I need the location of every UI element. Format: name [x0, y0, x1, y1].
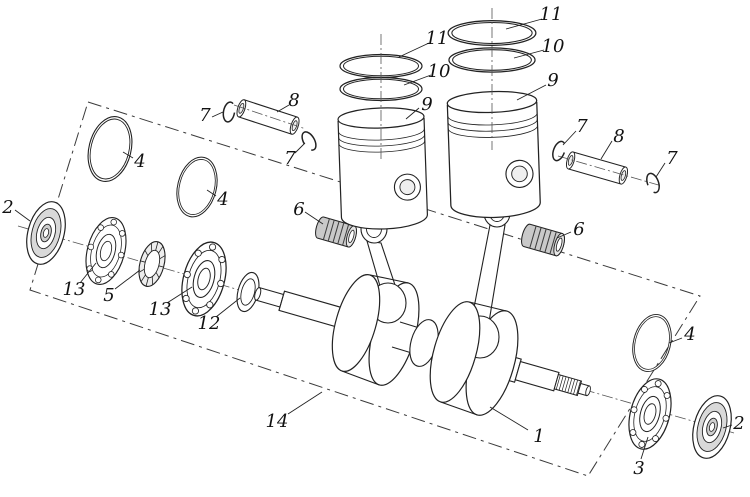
- bearing-cage: [133, 238, 171, 290]
- crank-web-silhouette-lines: [342, 274, 508, 416]
- callout-8-right: 8: [613, 126, 624, 147]
- callout-10-right: 10: [542, 36, 565, 57]
- callout-6-right: 6: [573, 219, 584, 240]
- crank-left-journal: [254, 287, 343, 328]
- piston-pin-right: [564, 150, 630, 186]
- callout-10-left: 10: [428, 61, 451, 82]
- callout-2-right: 2: [732, 413, 744, 434]
- pin-left-centerline: [233, 104, 307, 130]
- callout-11-right: 11: [540, 4, 563, 25]
- gasket-ring-left-outer: [81, 111, 139, 187]
- callout-3: 3: [633, 458, 644, 479]
- callout-7-right-inner: 7: [576, 116, 588, 137]
- callout-2-left: 2: [1, 197, 13, 218]
- leader-lines: [14, 18, 733, 460]
- callout-6-left: 6: [293, 199, 304, 220]
- callout-7-right-outer: 7: [666, 148, 678, 169]
- callout-4-left-outer: 4: [133, 151, 145, 172]
- piston-left: [337, 105, 429, 232]
- ball-bearing-left-inner: [173, 236, 235, 322]
- callout-12: 12: [198, 313, 221, 334]
- oil-seal-left: [19, 196, 73, 270]
- circlip-left-outer: [221, 100, 237, 124]
- callout-9-right: 9: [547, 70, 558, 91]
- circlip-left-inner: [298, 128, 320, 154]
- callout-14: 14: [266, 411, 289, 432]
- callout-5: 5: [103, 285, 114, 306]
- callout-13-outer: 13: [63, 279, 86, 300]
- callout-11-left: 11: [426, 28, 449, 49]
- ball-bearing-left-outer: [78, 212, 134, 290]
- callout-8-left: 8: [288, 90, 299, 111]
- main-axis-centerline: [17, 225, 735, 434]
- callout-4-left-inner: 4: [216, 189, 228, 210]
- oil-seal-right: [685, 390, 739, 464]
- piston-right: [446, 89, 542, 220]
- callout-7-left-outer: 7: [199, 105, 211, 126]
- callout-9-left: 9: [421, 94, 432, 115]
- callout-4-right: 4: [683, 324, 695, 345]
- callout-1: 1: [533, 426, 544, 447]
- callout-13-inner: 13: [149, 299, 172, 320]
- gasket-ring-left-inner: [170, 152, 224, 222]
- callout-7-left-inner: 7: [284, 148, 296, 169]
- callout-labels: 11 10 9 11 10 9 8 7 7 4 4 2 13 5 13 12 6…: [1, 4, 744, 479]
- ball-bearing-right: [621, 373, 679, 455]
- pin-right-centerline: [557, 155, 663, 187]
- needle-bearing-right: [518, 222, 568, 258]
